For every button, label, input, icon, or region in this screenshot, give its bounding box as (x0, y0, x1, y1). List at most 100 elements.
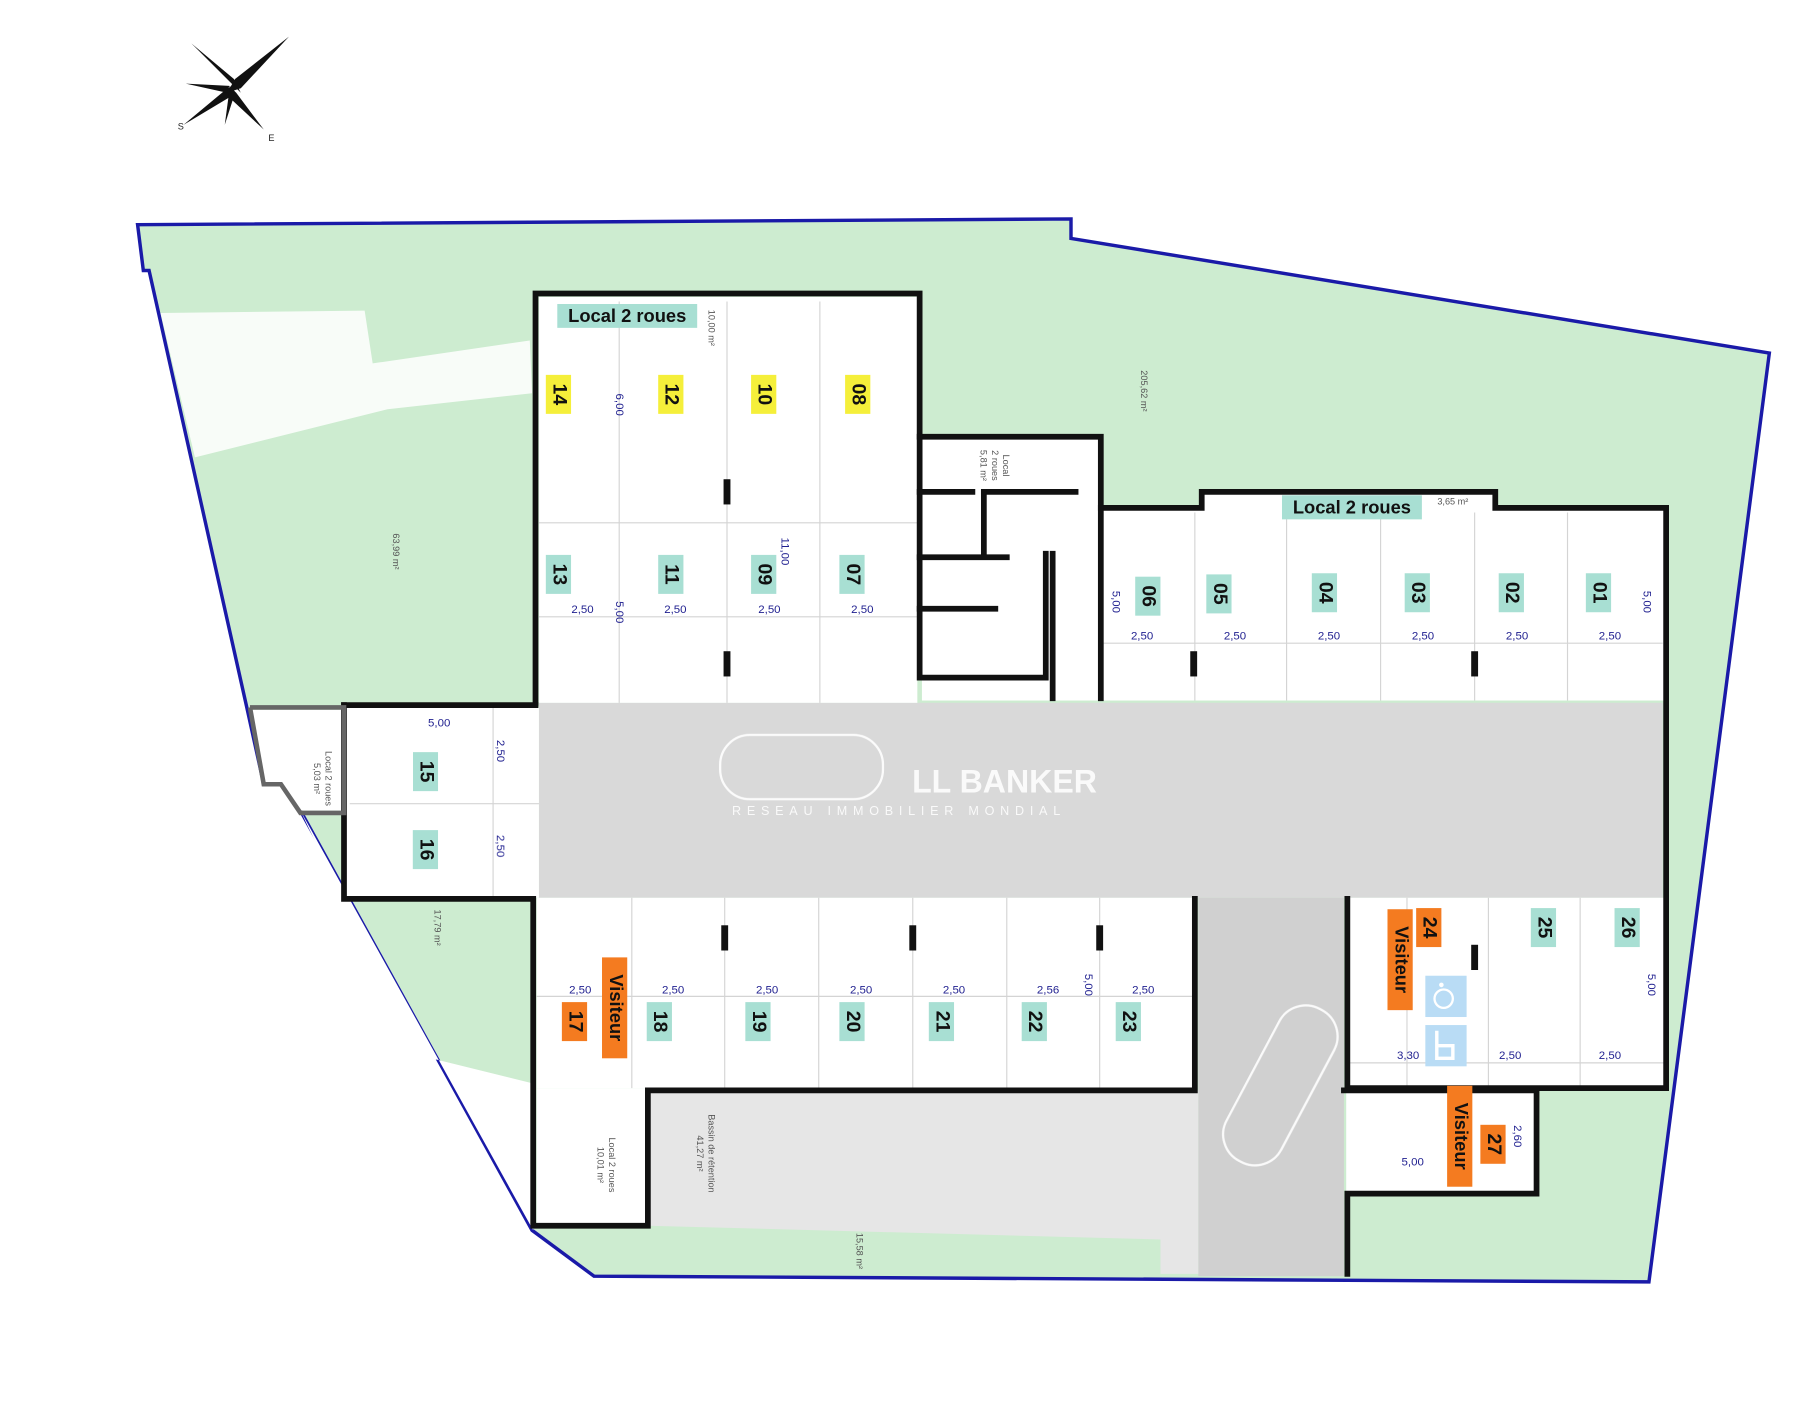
spot-badge (1311, 573, 1338, 613)
spot-badge (1585, 573, 1612, 613)
dimension-label: 2,56 (1037, 985, 1059, 997)
parking-spot-05[interactable]: 05 (1206, 574, 1232, 614)
parking-spot-06[interactable]: 06 (1135, 576, 1161, 616)
dimension-label: 2,50 (494, 740, 506, 762)
area-label: 2 roues (990, 450, 1000, 481)
parking-spot-17[interactable]: 17 (561, 1002, 588, 1042)
parking-spot-16[interactable]: 16 (412, 830, 439, 870)
visitor-text: Visiteur (606, 974, 627, 1041)
visitor-label: Visiteur (1387, 909, 1413, 1011)
dimension-label: 5,00 (428, 717, 450, 729)
stall-lines (349, 301, 1664, 1089)
parking-spot-11[interactable]: 11 (658, 554, 684, 594)
dimension-label: 2,50 (1412, 630, 1434, 642)
spot-badge (1135, 576, 1161, 616)
dimension-label: 5,00 (1641, 591, 1653, 613)
spot-badge (412, 830, 439, 870)
area-label: 63,99 m² (391, 533, 401, 569)
spot-badge (1021, 1002, 1047, 1042)
dimension-label: 6,00 (613, 394, 625, 416)
dimension-label: 5,00 (1645, 974, 1657, 996)
spot-number: 21 (931, 1011, 953, 1033)
dimension-label: 3,30 (1397, 1050, 1419, 1062)
dimension-label: 5,00 (1110, 591, 1122, 613)
spot-number: 07 (842, 564, 864, 586)
spot-number: 25 (1533, 917, 1555, 939)
parking-spot-02[interactable]: 02 (1498, 573, 1524, 613)
dimension-label: 2,50 (664, 604, 686, 616)
ramp (1198, 897, 1344, 1277)
parking-spot-21[interactable]: 21 (928, 1002, 955, 1042)
parking-spot-23[interactable]: 23 (1115, 1002, 1141, 1042)
local-2-roues-south (536, 1088, 647, 1226)
spot-badge (839, 554, 865, 594)
watermark-logo: LL BANKER RESEAU IMMOBILIER MONDIAL (732, 763, 1097, 818)
spot-badge (928, 1002, 955, 1042)
dimension-label: 2,50 (758, 604, 780, 616)
dimension-label: 2,50 (569, 985, 591, 997)
dimension-label: 5,00 (1082, 974, 1094, 996)
parking-spot-07[interactable]: 07 (839, 554, 865, 594)
parking-spot-19[interactable]: 19 (745, 1002, 771, 1042)
dimension-label: 2,60 (1511, 1125, 1523, 1147)
spot-badge (751, 374, 777, 414)
parking-spot-15[interactable]: 15 (412, 752, 439, 792)
visitor-text: Visiteur (1391, 926, 1412, 993)
wheelchair-icon (1425, 975, 1467, 1018)
parking-spot-18[interactable]: 18 (646, 1002, 672, 1042)
dimension-label: 2,50 (571, 604, 593, 616)
watermark-tagline: RESEAU IMMOBILIER MONDIAL (732, 804, 1066, 818)
local-2-roues-west (252, 709, 345, 811)
parking-spot-12[interactable]: 12 (658, 374, 684, 414)
white-path (160, 310, 533, 458)
parking-spot-01[interactable]: 01 (1585, 573, 1612, 613)
spot-number: 06 (1138, 585, 1160, 607)
spot-badge (751, 554, 777, 594)
parking-spot-26[interactable]: 26 (1614, 908, 1640, 948)
watermark-brand: LL BANKER (912, 763, 1097, 799)
spot-number: 17 (564, 1011, 586, 1033)
parking-spot-10[interactable]: 10 (751, 374, 777, 414)
spot-number: 08 (848, 384, 870, 406)
spot-number: 13 (548, 564, 570, 586)
spot-badge (545, 374, 572, 414)
spot-badge (561, 1002, 588, 1042)
accessible-parking-icon (1425, 1025, 1467, 1067)
parking-spot-27[interactable]: 27 (1480, 1124, 1506, 1164)
spot-number: 14 (548, 384, 570, 406)
spot-badge (839, 1002, 865, 1042)
spot-number: 20 (842, 1011, 864, 1033)
dimension-label: 2,50 (1224, 630, 1246, 642)
area-label: Local 2 roues (324, 751, 334, 806)
parking-spot-14[interactable]: 14 (545, 374, 572, 414)
spot-number: 01 (1588, 582, 1610, 604)
spot-badge (1498, 573, 1524, 613)
dimension-label: 2,50 (1599, 1050, 1621, 1062)
dimension-label: 2,50 (943, 985, 965, 997)
spot-number: 23 (1118, 1011, 1140, 1033)
dimension-label: 2,50 (1131, 630, 1153, 642)
compass-rose-icon: S E (178, 36, 289, 143)
parking-spot-24[interactable]: 24 (1416, 908, 1442, 948)
svg-text:Local 2 roues: Local 2 roues (568, 305, 686, 326)
spot-badge (658, 554, 684, 594)
spot-badge (412, 752, 439, 792)
area-label: Local 2 roues (607, 1137, 617, 1192)
parking-spot-09[interactable]: 09 (751, 554, 777, 594)
dimension-label: 2,50 (494, 835, 506, 857)
parking-spot-08[interactable]: 08 (845, 374, 871, 414)
parking-spot-20[interactable]: 20 (839, 1002, 865, 1042)
parking-spot-13[interactable]: 13 (545, 554, 572, 594)
parking-spot-22[interactable]: 22 (1021, 1002, 1047, 1042)
svg-text:Local 2 roues: Local 2 roues (1293, 497, 1411, 518)
area-label: Local (1001, 455, 1011, 477)
parking-spot-03[interactable]: 03 (1404, 573, 1430, 613)
parking-spot-25[interactable]: 25 (1530, 908, 1557, 948)
spot-badge (1404, 573, 1430, 613)
spot-number: 10 (754, 384, 776, 406)
spot-number: 03 (1407, 582, 1429, 604)
spot-number: 02 (1501, 582, 1523, 604)
stair-core (921, 439, 1099, 701)
parking-spot-04[interactable]: 04 (1311, 573, 1338, 613)
